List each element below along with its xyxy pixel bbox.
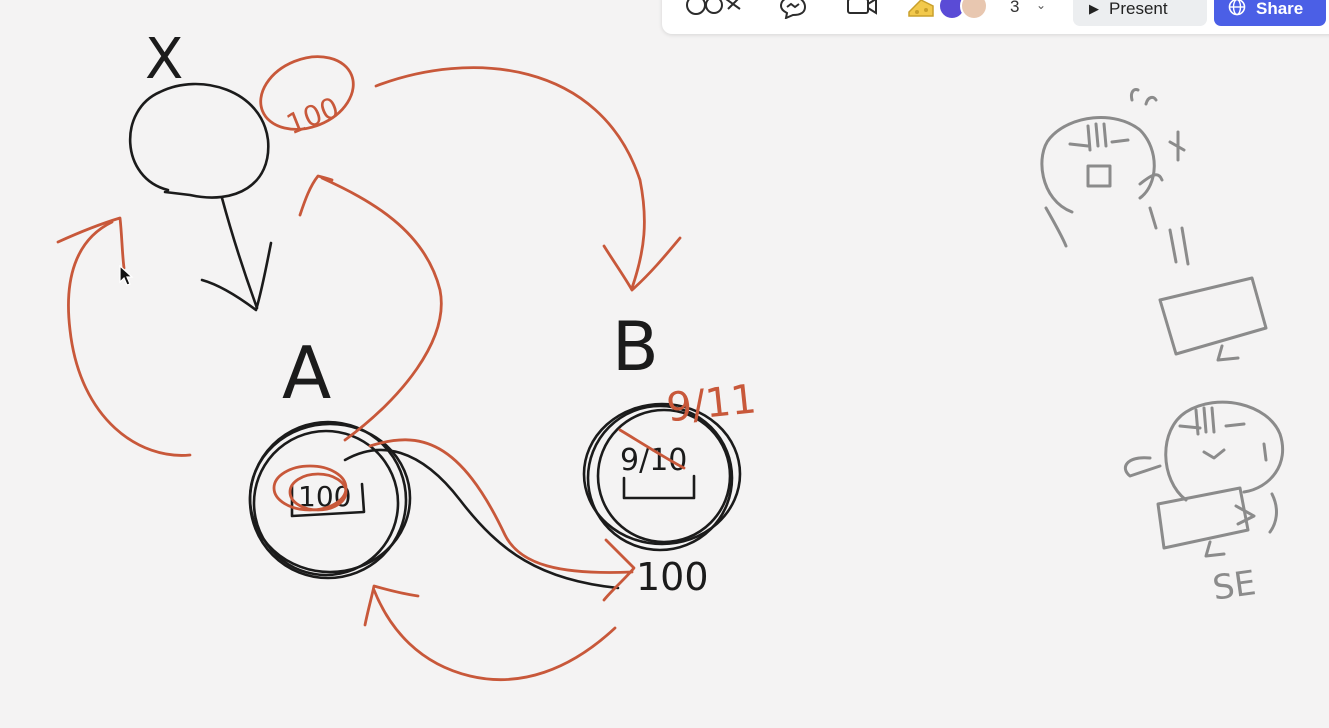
- sketch-person-shouting: [1040, 88, 1186, 248]
- globe-icon: [1228, 0, 1246, 21]
- node-a-balance-highlight: [272, 464, 348, 512]
- video-icon[interactable]: [846, 0, 878, 20]
- node-x-balance-circle: [259, 55, 355, 131]
- arrow-x-to-a: [200, 196, 273, 312]
- arrow-a-to-x: [298, 174, 443, 442]
- transfer-amount: 100: [636, 555, 709, 599]
- arrow-left-loop: [56, 216, 192, 457]
- chat-icon[interactable]: [778, 0, 808, 20]
- node-x-circle: [128, 82, 270, 199]
- node-x-label: X: [145, 27, 183, 92]
- node-a-circle: [248, 420, 412, 580]
- sketch-se-label: SE: [1210, 563, 1258, 609]
- node-x-balance: 100: [282, 91, 344, 142]
- arrow-a-to-100: [368, 438, 636, 602]
- chevron-down-icon[interactable]: ⌄: [1036, 0, 1047, 12]
- node-b-circle: [582, 402, 742, 552]
- present-button[interactable]: ▶ Present: [1073, 0, 1207, 26]
- sketch-monitor: [1158, 276, 1268, 362]
- sketch-person-typing: [1124, 400, 1285, 534]
- node-b-old-balance: 9/10: [620, 443, 687, 478]
- reactions-icon[interactable]: [684, 0, 744, 20]
- sticker-icon[interactable]: [906, 0, 936, 20]
- collaborator-avatar[interactable]: [960, 0, 988, 20]
- node-b-label: B: [612, 308, 659, 387]
- arrow-b-to-a: [363, 584, 617, 681]
- share-button-label: Share: [1256, 0, 1304, 18]
- node-a-label: A: [282, 331, 331, 415]
- sketch-laptop: [1156, 486, 1256, 558]
- share-button[interactable]: Share: [1214, 0, 1326, 26]
- play-icon: ▶: [1089, 1, 1099, 16]
- node-b-new-balance: 9/11: [664, 376, 758, 431]
- sketch-link-lines: [1168, 226, 1190, 266]
- node-b-box: [622, 474, 696, 500]
- connection-a-to-b: [343, 448, 620, 590]
- collaborator-count: 3: [1010, 0, 1020, 16]
- arrow-x-to-b: [374, 66, 682, 292]
- node-b-old-balance-strike: [618, 428, 686, 470]
- present-button-label: Present: [1109, 0, 1168, 18]
- mouse-pointer-icon: [119, 265, 134, 286]
